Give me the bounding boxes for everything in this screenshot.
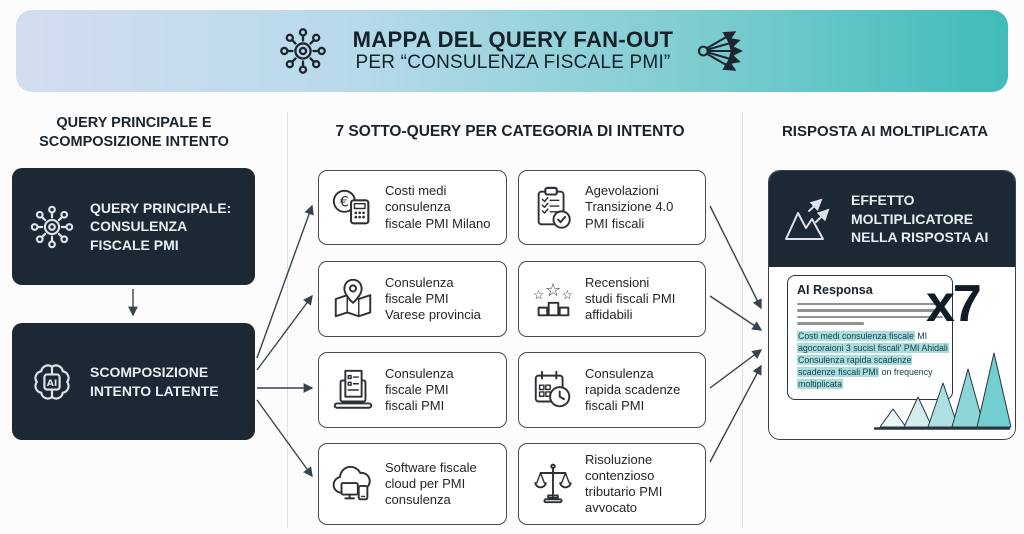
highlighted-text: moltiplicata	[797, 378, 844, 389]
banner-title: MAPPA DEL QUERY FAN-OUT	[352, 26, 674, 52]
ai-response-body: AI Responsa Costi medi consulenza fiscal…	[769, 267, 1015, 439]
right-column-heading: RISPOSTA AI MOLTIPLICATA	[781, 123, 989, 140]
ai-response-title: AI Responsa	[797, 283, 873, 297]
highlighted-text: Costi medi consulenza fiscale	[797, 330, 915, 341]
svg-text:☆: ☆	[545, 280, 561, 301]
column-divider	[287, 112, 288, 528]
svg-text:☆: ☆	[562, 287, 573, 302]
multiplier-value: x7	[926, 275, 982, 333]
placeholder-line	[797, 309, 943, 312]
network-hub-icon	[30, 205, 74, 248]
banner-subtitle: PER “CONSULENZA FISCALE PMI”	[355, 52, 671, 74]
svg-text:€: €	[340, 194, 349, 210]
ai-response-card: AI Responsa Costi medi consulenza fiscal…	[787, 275, 953, 400]
svg-text:AI: AI	[47, 377, 58, 388]
placeholder-line	[797, 303, 943, 306]
placeholder-text-lines	[797, 303, 943, 325]
svg-text:☆: ☆	[533, 287, 544, 302]
plain-text: on frequency	[879, 366, 933, 377]
plain-text: MI	[914, 330, 928, 341]
map-pin-icon	[334, 278, 372, 318]
justice-scales-icon	[534, 463, 572, 504]
ai-brain-icon: AI	[34, 363, 70, 400]
middle-column-heading: 7 SOTTO-QUERY PER CATEGORIA DI INTENTO	[335, 123, 685, 140]
highlighted-text: Consulenza rapida scadenze	[797, 354, 913, 365]
banner: MAPPA DEL QUERY FAN-OUT PER “CONSULENZA …	[16, 10, 1008, 92]
highlighted-text: agocoraioni 3 sucisl fiscali' PMI Ahidal…	[797, 342, 949, 353]
laptop-document-icon	[333, 369, 373, 409]
response-frequency-chart	[873, 352, 1012, 430]
checklist-icon	[537, 186, 571, 229]
highlighted-text: scadenze fiscali PMI	[797, 366, 880, 377]
stars-ranking-icon: ☆ ☆ ☆	[533, 280, 573, 317]
euro-calculator-icon: €	[332, 189, 370, 224]
column-divider	[742, 112, 743, 528]
banner-text: MAPPA DEL QUERY FAN-OUT PER “CONSULENZA …	[353, 27, 674, 75]
growth-mountain-icon	[785, 198, 830, 240]
placeholder-line	[797, 322, 865, 325]
placeholder-line	[797, 315, 943, 319]
cloud-devices-icon	[332, 465, 371, 501]
highlighted-snippets: Costi medi consulenza fiscale MI agocora…	[797, 330, 949, 390]
network-hub-icon	[279, 28, 326, 74]
fan-out-arrows-icon	[698, 31, 744, 71]
calendar-clock-icon	[534, 370, 571, 408]
